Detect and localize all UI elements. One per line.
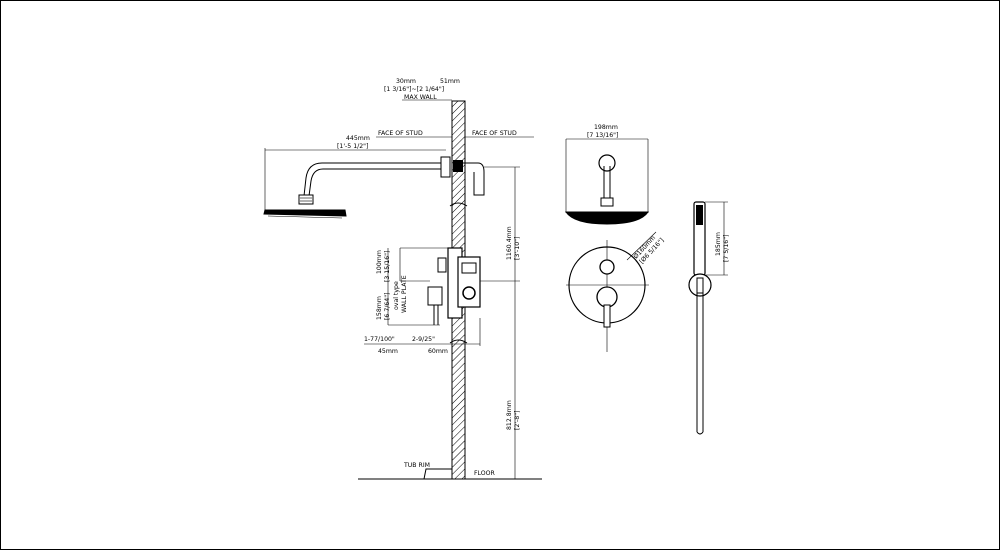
max-wall-inches: [1 3/16"]~[2 1/64"] — [384, 86, 444, 93]
arm-length-in: [1'-5 1/2"] — [337, 143, 368, 150]
valve-trim-plate-front: Ø160mm [Ø6 5/16"] — [566, 231, 666, 352]
valve-158-in: [6 7/64"] — [384, 293, 391, 320]
rim-height-mm: 812.8mm — [506, 400, 513, 430]
depth-right-mm: 60mm — [428, 348, 448, 355]
face-of-stud-right: FACE OF STUD — [472, 130, 517, 137]
tub-rim-label: TUB RIM — [403, 462, 430, 469]
cover-type-line2: WALL PLATE — [401, 275, 408, 313]
floor-label: FLOOR — [474, 470, 496, 477]
face-of-stud-left: FACE OF STUD — [378, 130, 423, 137]
depth-dimensions: 1-77/100" 2-9/25" 45mm 60mm — [364, 318, 481, 355]
height-dimension: 1160.4mm [3'-10"] — [484, 166, 521, 479]
tub-rim-dimension: 812.8mm [2'-8"] — [506, 400, 521, 430]
mixing-valve-side — [427, 247, 520, 325]
head-diameter-mm: 198mm — [594, 124, 618, 131]
max-wall-a-mm: 30mm — [396, 78, 416, 85]
rain-shower-head-side — [263, 194, 347, 219]
arm-dimension: 445mm [1'-5 1/2"] — [264, 135, 446, 212]
hand-shower-mm: 185mm — [715, 232, 722, 256]
shower-arm — [303, 156, 485, 197]
depth-left-mm: 45mm — [378, 348, 398, 355]
shower-head-front: 198mm [7 13/16"] — [565, 124, 649, 225]
max-wall-label: MAX WALL — [404, 94, 437, 101]
valve-158-mm: 158mm — [376, 296, 383, 320]
depth-right-in: 2-9/25" — [412, 336, 435, 343]
valve-100-in: [3 15/16"] — [384, 251, 391, 282]
height-in: [3'-10"] — [514, 237, 521, 260]
arm-length-mm: 445mm — [346, 135, 370, 142]
max-wall-b-mm: 51mm — [440, 78, 460, 85]
max-wall-callout: 30mm 51mm [1 3/16"]~[2 1/64"] MAX WALL — [384, 78, 460, 101]
depth-left-in: 1-77/100" — [364, 336, 395, 343]
rim-height-in: [2'-8"] — [514, 411, 521, 430]
valve-100-mm: 100mm — [376, 250, 383, 274]
valve-dimensions: 100mm [3 15/16"] 158mm [6 7/64"] oval ty… — [376, 247, 452, 326]
head-diameter-in: [7 13/16"] — [587, 132, 618, 139]
hand-shower-in: [7 5/16"] — [723, 235, 730, 262]
cover-type-line1: oval type — [393, 281, 400, 310]
height-mm: 1160.4mm — [506, 226, 513, 260]
tub-and-floor: TUB RIM FLOOR — [358, 462, 542, 480]
hand-shower: 185mm [7 5/16"] — [688, 201, 730, 435]
